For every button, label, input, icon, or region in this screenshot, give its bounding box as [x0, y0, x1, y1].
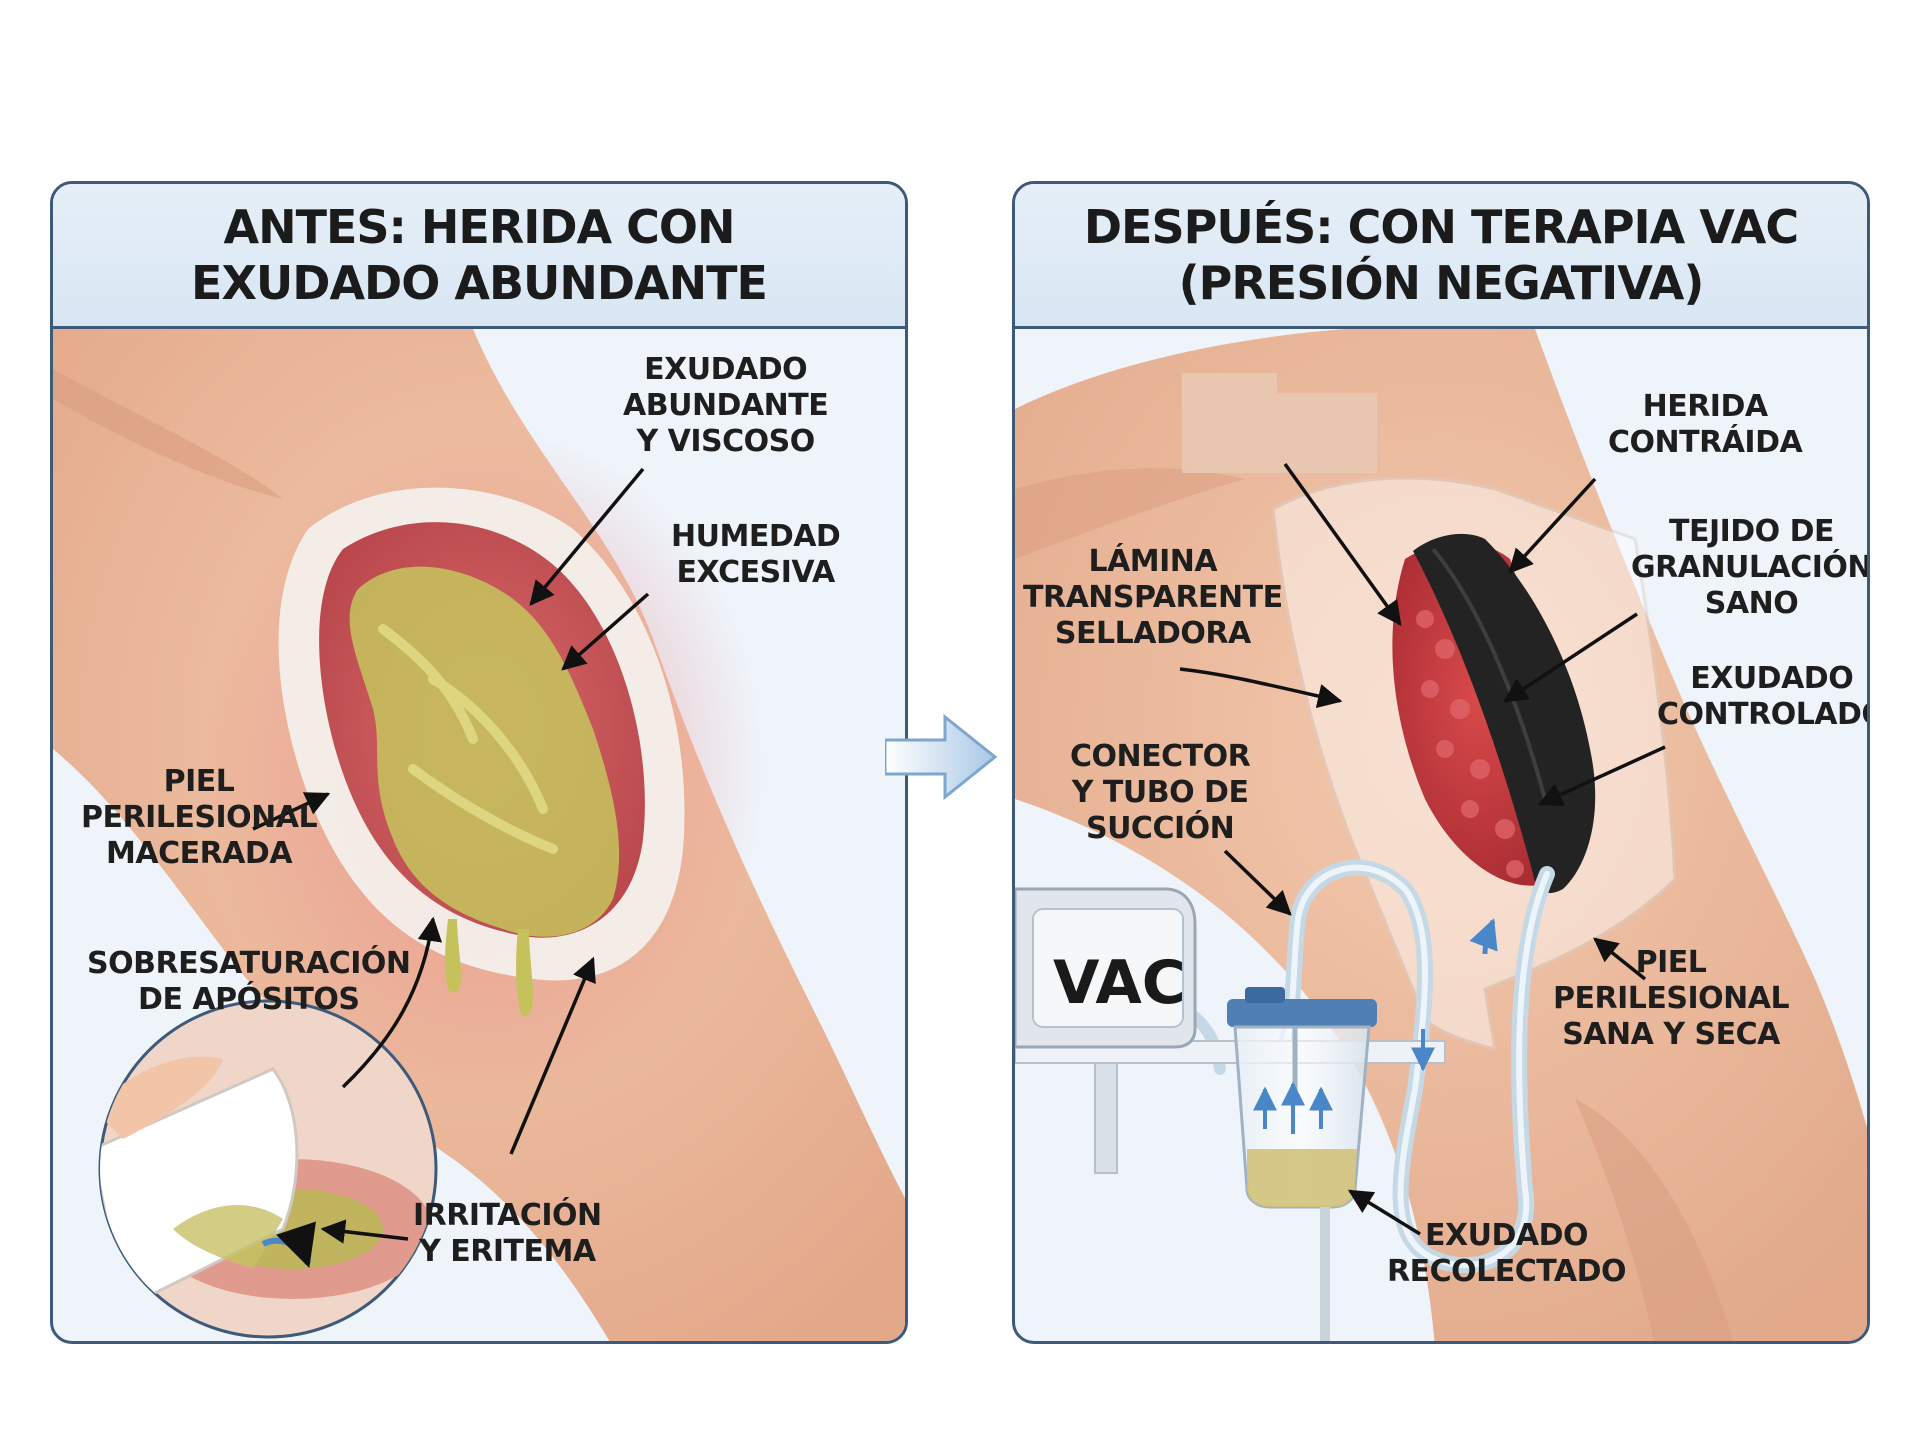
after-illustration: VAC — [1015, 329, 1867, 1341]
arrow-exudate — [529, 467, 645, 606]
arrow-film — [1179, 667, 1343, 709]
arrow-healthy-skin — [1593, 937, 1647, 981]
arrow-connector — [1223, 849, 1292, 916]
collection-canister — [1227, 987, 1377, 1341]
arrow-oversaturation — [341, 916, 443, 1089]
vac-device: VAC — [1015, 887, 1197, 1049]
arrow-controlled — [1537, 745, 1666, 806]
panel-after: DESPUÉS: CON TERAPIA VAC (PRESIÓN NEGATI… — [1012, 181, 1870, 1344]
label-irritation: IRRITACIÓN Y ERITEMA — [413, 1198, 602, 1269]
dressing-inset — [98, 999, 438, 1339]
panel-after-header: DESPUÉS: CON TERAPIA VAC (PRESIÓN NEGATI… — [1015, 184, 1867, 329]
title-line-1: DESPUÉS: CON TERAPIA VAC — [1083, 200, 1799, 254]
before-scene: EXUDADO ABUNDANTE Y VISCOSO HUMEDAD EXCE… — [53, 329, 905, 1341]
label-connector: CONECTOR Y TUBO DE SUCCIÓN — [1070, 739, 1251, 846]
panel-before-title: ANTES: HERIDA CON EXUDADO ABUNDANTE — [191, 199, 768, 311]
label-wound: HERIDA CONTRÁIDA — [1608, 389, 1803, 460]
leg-shape — [1015, 329, 1867, 1341]
arrow-skin — [252, 792, 331, 831]
arrow-granulation — [1502, 612, 1638, 703]
vac-device-label: VAC — [1053, 948, 1186, 1018]
label-film: LÁMINA TRANSPARENTE SELLADORA — [1023, 544, 1283, 651]
arrow-irritation-inset — [320, 1219, 409, 1244]
panel-before-header: ANTES: HERIDA CON EXUDADO ABUNDANTE — [53, 184, 905, 329]
panel-after-title: DESPUÉS: CON TERAPIA VAC (PRESIÓN NEGATI… — [1083, 199, 1799, 311]
title-line-1: ANTES: HERIDA CON — [223, 200, 735, 254]
title-line-2: EXUDADO ABUNDANTE — [191, 256, 768, 310]
label-oversaturation: SOBRESATURACIÓN DE APÓSITOS — [87, 946, 411, 1017]
label-humidity: HUMEDAD EXCESIVA — [671, 519, 841, 590]
arrow-wound-cover — [1283, 462, 1402, 626]
panel-before: ANTES: HERIDA CON EXUDADO ABUNDANTE — [50, 181, 908, 1344]
label-healthy-skin: PIEL PERILESIONAL SANA Y SECA — [1553, 945, 1790, 1052]
label-controlled: EXUDADO CONTROLADO — [1657, 661, 1870, 732]
label-collected: EXUDADO RECOLECTADO — [1387, 1218, 1627, 1289]
transition-arrow-icon — [885, 713, 998, 801]
arrow-collected — [1347, 1189, 1421, 1236]
before-illustration — [53, 329, 905, 1341]
label-granulation: TEJIDO DE GRANULACIÓN SANO — [1631, 514, 1870, 621]
arrow-humidity — [561, 592, 650, 671]
title-line-2: (PRESIÓN NEGATIVA) — [1178, 256, 1705, 310]
after-scene: VAC — [1015, 329, 1870, 1341]
arrow-irritation — [509, 956, 596, 1155]
arrow-wound — [1508, 477, 1597, 574]
label-exudate: EXUDADO ABUNDANTE Y VISCOSO — [623, 352, 829, 459]
label-macerated-skin: PIEL PERILESIONAL MACERADA — [81, 764, 318, 871]
